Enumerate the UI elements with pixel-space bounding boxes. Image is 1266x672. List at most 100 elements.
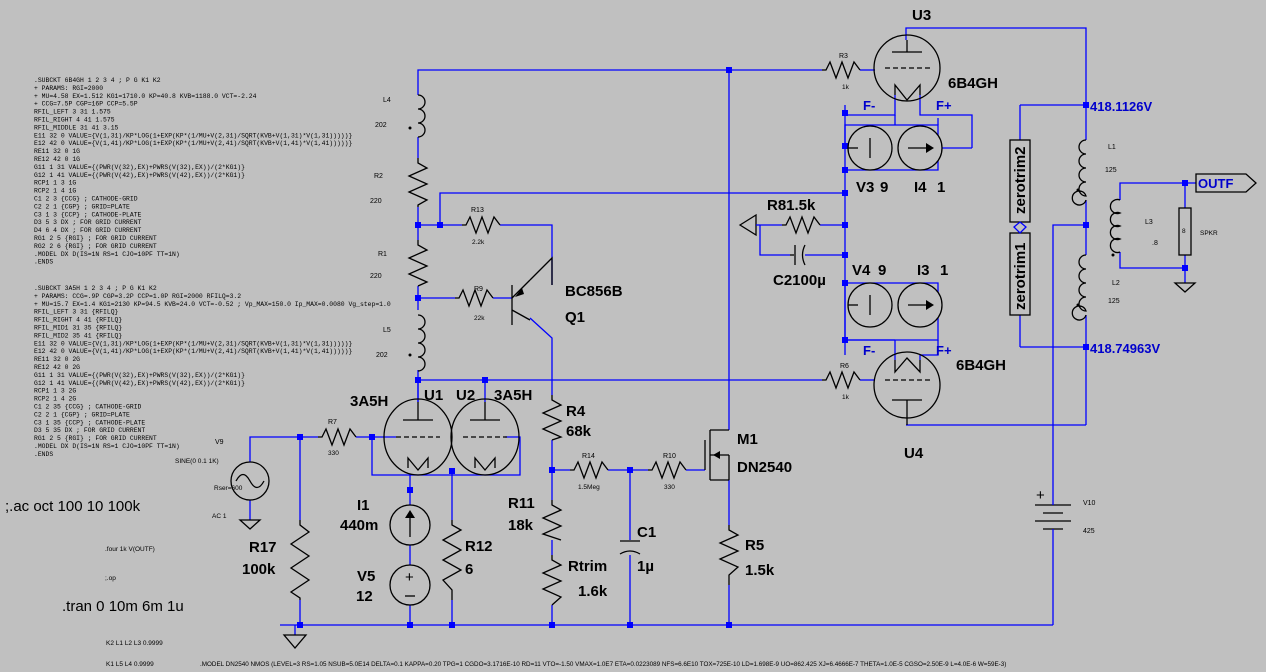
resistor-r13[interactable]: R13 2.2k (462, 207, 501, 246)
resistor-r12[interactable]: R12 6 (441, 520, 493, 600)
r2-value: 220 (370, 198, 382, 205)
ground-r8 (738, 213, 760, 237)
r14-value: 1.5Meg (578, 484, 600, 491)
v9-label: V9 (215, 439, 224, 446)
netlist-line: RFIL_LEFT 3 31 {RFILQ} (34, 309, 119, 316)
resistor-r14[interactable]: R14 1.5Meg (570, 453, 609, 491)
v10-value: 425 (1083, 528, 1095, 535)
u4-fplus: F+ (936, 343, 952, 358)
l2-value: 125 (1108, 298, 1120, 305)
inductor-l4[interactable]: L4 202 (375, 94, 426, 138)
c1-value: 1µ (637, 558, 654, 575)
i4-value: 1 (937, 179, 945, 196)
netlist-line: E11 32 0 VALUE={V(1,31)/KP*LOG(1+EXP(KP*… (34, 132, 352, 139)
current-source-i1[interactable]: I1 440m (340, 497, 431, 546)
l1-label: L1 (1108, 144, 1116, 151)
voltage-bottom-label: 418.74963V (1090, 341, 1160, 356)
tube-u4[interactable]: F- F+ 6B4GH U4 (863, 343, 1006, 462)
l1-value: 125 (1105, 167, 1117, 174)
voltage-source-v9[interactable]: V9 SINE(0 0.1 1K) Rser=600 AC 1 (175, 439, 270, 520)
voltage-source-v5[interactable]: + V5 12 (356, 564, 431, 606)
netlist-line: RFIL_MIDDLE 31 41 3.15 (34, 124, 119, 131)
netlist-line: C3 1 3 {CCP} ; CATHODE-PLATE (34, 211, 142, 218)
v5-value: 12 (356, 588, 373, 605)
netlist-line: RFIL_MID2 35 41 {RFILQ} (34, 332, 122, 339)
resistor-r3[interactable]: R3 1k (822, 53, 861, 91)
subckt-3a5h-text: .SUBCKT 3A5H 1 2 3 4 ; P G K1 K2+ PARAMS… (34, 285, 391, 458)
netlist-line: D3 5 3 DX ; FOR GRID CURRENT (34, 219, 142, 226)
net-label-outf[interactable]: OUTF (1195, 173, 1257, 193)
current-source-i4[interactable]: I4 1 (897, 125, 945, 196)
netlist-line: .ENDS (34, 451, 53, 458)
op-directive: ;.op (105, 575, 116, 582)
battery-v10[interactable]: + V10 425 (1035, 487, 1096, 540)
u4-model: 6B4GH (956, 357, 1006, 374)
resistor-r8[interactable]: R81.5k (767, 197, 821, 235)
v9-spec: SINE(0 0.1 1K) (175, 458, 219, 465)
m1-label: M1 (737, 431, 758, 448)
l5-label: L5 (383, 327, 391, 334)
spkr-label: SPKR (1200, 230, 1218, 237)
resistor-r9[interactable]: R9 22k (455, 286, 494, 322)
netlist-line: RE12 42 0 2G (34, 364, 80, 371)
netlist-line: RG1 2 5 {RGI} ; FOR GRID CURRENT (34, 435, 157, 442)
mosfet-m1[interactable]: M1 DN2540 (704, 429, 792, 481)
c1-label: C1 (637, 524, 656, 541)
netlist-line: + PARAMS: CCG=.9P CGP=3.2P CCP=1.0P RGI=… (34, 293, 241, 300)
netlist-line: + PARAMS: RGI=2000 (34, 85, 103, 92)
resistor-r10[interactable]: R10 330 (648, 453, 687, 491)
resistor-r17[interactable]: R17 100k (242, 520, 311, 600)
tube-u1[interactable]: U1 3A5H (350, 387, 453, 476)
q1-model: BC856B (565, 283, 623, 300)
tube-u3[interactable]: U3 6B4GH F- F+ (863, 7, 998, 113)
resistor-r7[interactable]: R7 330 (318, 419, 357, 457)
r10-value: 330 (664, 484, 675, 491)
v5-label: V5 (357, 568, 375, 585)
v4-value: 9 (878, 262, 886, 279)
zerotrim1-box[interactable]: zerotrim1 (1009, 232, 1031, 316)
r17-label: R17 (249, 539, 277, 556)
speaker-resistor[interactable]: 8 SPKR (1178, 207, 1218, 256)
netlist-line: C2 2 1 {CGP} ; GRID=PLATE (34, 411, 130, 418)
r7-value: 330 (328, 450, 339, 457)
resistor-r1[interactable]: R1 220 (370, 240, 429, 287)
wires (249, 27, 1196, 635)
rtrim-label: Rtrim (568, 558, 607, 575)
r3-label: R3 (839, 53, 848, 60)
netlist-line: D4 6 4 DX ; FOR GRID CURRENT (34, 227, 142, 234)
i3-label: I3 (917, 262, 930, 279)
k1-directive: K1 L5 L4 0.9999 (106, 661, 154, 668)
inductor-l5[interactable]: L5 202 (376, 314, 426, 372)
tube-u2[interactable]: U2 3A5H (450, 387, 532, 476)
zerotrim2-box[interactable]: zerotrim2 (1009, 139, 1031, 223)
voltage-source-v4[interactable]: V4 9 (847, 262, 893, 328)
netlist-line: RG2 2 6 {RGI} ; FOR GRID CURRENT (34, 243, 157, 250)
resistor-r2[interactable]: R2 220 (370, 158, 429, 207)
netlist-line: .MODEL DX D(IS=1N RS=1 CJO=10PF TT=1N) (34, 251, 180, 258)
v3-value: 9 (880, 179, 888, 196)
transistor-q1[interactable]: BC856B Q1 (511, 256, 623, 326)
r5-label: R5 (745, 537, 764, 554)
resistor-r4[interactable]: R4 68k (541, 395, 592, 441)
voltage-source-v3[interactable]: V3 9 (847, 125, 893, 196)
r9-label: R9 (474, 286, 483, 293)
subckt-6b4gh-text: .SUBCKT 6B4GH 1 2 3 4 ; P G K1 K2+ PARAM… (34, 77, 352, 266)
inductor-l2[interactable]: L2 125 (1071, 254, 1120, 321)
netlist-line: RE11 32 0 2G (34, 356, 80, 363)
v4-label: V4 (852, 262, 871, 279)
current-source-i3[interactable]: I3 1 (897, 262, 948, 328)
i1-label: I1 (357, 497, 370, 514)
capacitor-c2[interactable]: C2100µ (773, 244, 826, 289)
capacitor-c1[interactable]: C1 1µ (619, 524, 656, 575)
inductor-l3[interactable]: L3 .8 (1109, 198, 1158, 257)
inductor-l1[interactable]: L1 125 (1071, 139, 1117, 206)
l3-label: L3 (1145, 219, 1153, 226)
netlist-line: RCP2 1 4 1G (34, 188, 76, 195)
resistor-r5[interactable]: R5 1.5k (718, 525, 775, 585)
resistor-r6[interactable]: R6 1k (822, 363, 861, 401)
resistor-r11[interactable]: R11 18k (508, 495, 563, 541)
netlist-line: RFIL_LEFT 3 31 1.575 (34, 109, 111, 116)
zerotrim1-label: zerotrim1 (1012, 242, 1029, 310)
resistor-rtrim[interactable]: Rtrim 1.6k (541, 555, 608, 606)
